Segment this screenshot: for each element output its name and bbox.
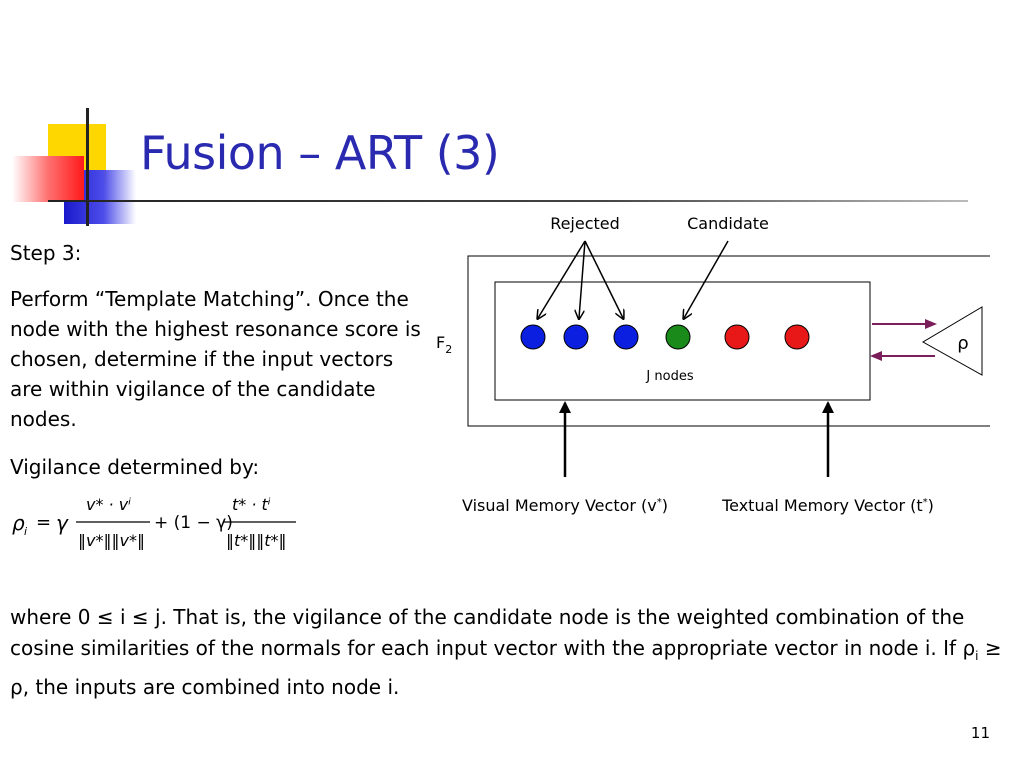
j-nodes-box	[494, 281, 871, 401]
j-nodes-label: J nodes	[645, 369, 693, 384]
decor-vertical-line	[86, 108, 89, 226]
formula-den1: ‖v*‖‖v*‖	[78, 531, 145, 550]
rejected-label: Rejected	[550, 214, 620, 233]
formula-num2: t* · tⁱ	[232, 495, 271, 514]
textual-memory-label: Textual Memory Vector (t*)	[721, 496, 934, 515]
candidate-label: Candidate	[687, 214, 769, 233]
node-other-1	[724, 324, 750, 350]
formula-den2: ‖t*‖‖t*‖	[226, 531, 287, 550]
node-rejected-3	[613, 324, 639, 350]
rho-symbol: ρ	[957, 333, 968, 354]
formula-gamma: γ	[56, 511, 69, 535]
node-candidate	[665, 324, 691, 350]
node-row	[520, 324, 810, 350]
f2-label: F2	[436, 333, 452, 356]
step-description: Perform “Template Matching”. Once the no…	[10, 287, 421, 431]
rho-triangle	[921, 306, 983, 376]
conclusion-part1: where 0 ≤ i ≤ j. That is, the vigilance …	[10, 605, 976, 660]
page-number: 11	[970, 724, 990, 742]
slide-title: Fusion – ART (3)	[140, 126, 500, 180]
conclusion-part2: ≥ ρ, the inputs are combined into node i…	[10, 636, 1002, 699]
title-underline	[48, 200, 968, 202]
art-diagram: Rejected Candidate F2 J nodes ρ Visual M…	[436, 214, 990, 515]
visual-memory-label: Visual Memory Vector (v*)	[462, 496, 668, 515]
rejected-arrow-3	[584, 240, 623, 318]
formula-equals: =	[36, 512, 51, 533]
formula-plus: + (1 − γ)	[154, 513, 233, 533]
formula-rho: ρ	[12, 511, 25, 535]
candidate-arrow	[684, 240, 729, 318]
node-rejected-1	[520, 324, 546, 350]
rejected-arrow-2	[579, 240, 586, 318]
vigilance-formula: ρ i = γ v* · vⁱ ‖v*‖‖v*‖ + (1 − γ) t* · …	[12, 495, 296, 550]
node-other-2	[784, 324, 810, 350]
decor-red-square	[12, 156, 84, 202]
step-label: Step 3:	[10, 241, 82, 265]
formula-rho-sub: i	[24, 525, 27, 538]
f2-outer-box	[467, 255, 990, 427]
conclusion-subscript: i	[975, 649, 979, 663]
conclusion-text: where 0 ≤ i ≤ j. That is, the vigilance …	[10, 602, 1010, 703]
rejected-arrow-1	[538, 240, 586, 318]
node-rejected-2	[563, 324, 589, 350]
vigilance-label: Vigilance determined by:	[10, 455, 260, 479]
formula-num1: v* · vⁱ	[86, 495, 131, 514]
